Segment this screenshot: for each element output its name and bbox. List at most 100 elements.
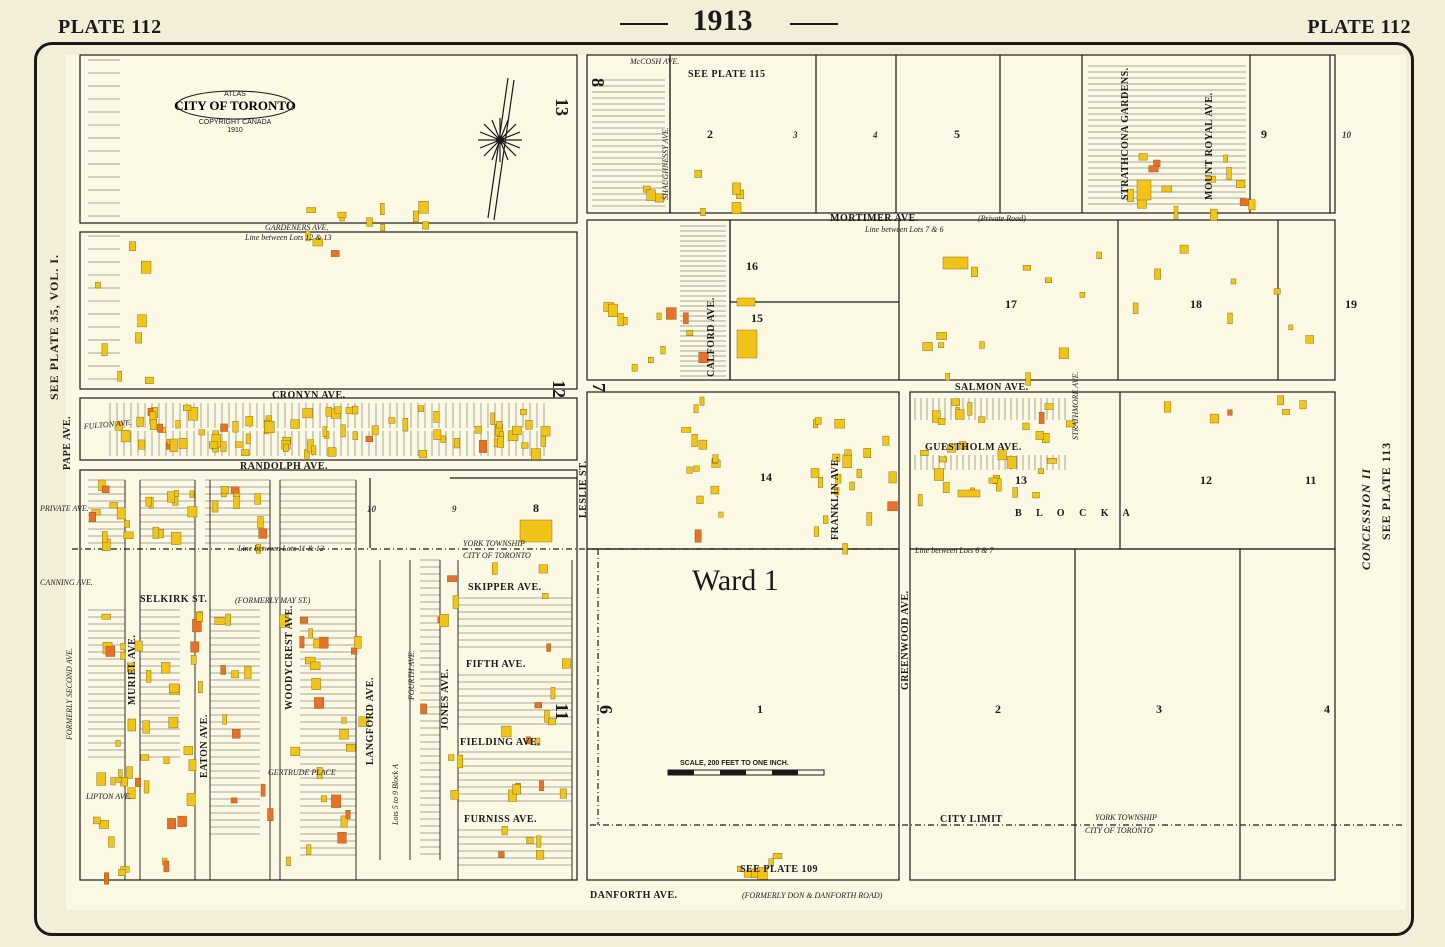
city-of-toronto-label-2: CITY OF TORONTO	[463, 551, 531, 560]
city-of-toronto-label: CITY OF TORONTO	[1085, 826, 1153, 835]
street-fourth: FOURTH AVE.	[407, 650, 416, 701]
street-jones: JONES AVE.	[440, 668, 451, 730]
lot-14: 14	[760, 470, 772, 484]
street-eaton: EATON AVE.	[199, 714, 210, 778]
street-mount-royal: MOUNT ROYAL AVE.	[1204, 92, 1215, 200]
lot-2-top: 2	[707, 127, 713, 141]
plate-number-left: PLATE 112	[58, 16, 162, 38]
lot-9-top: 9	[1261, 127, 1267, 141]
map-paper	[66, 55, 1406, 910]
york-township-label: YORK TOWNSHIP	[1095, 813, 1157, 822]
map-frame	[34, 42, 1414, 936]
concession-ii-label: CONCESSION II	[1359, 468, 1373, 570]
street-danforth-note: (FORMERLY DON & DANFORTH ROAD)	[742, 891, 883, 900]
street-fifth: FIFTH AVE.	[466, 659, 526, 670]
lot-17: 17	[1005, 297, 1017, 311]
street-fielding: FIELDING AVE.	[460, 737, 540, 748]
lot-8-small: 8	[533, 501, 539, 515]
block-outlines	[79, 54, 1336, 881]
lot-19: 19	[1345, 297, 1357, 311]
city-limit-lines	[72, 548, 1405, 826]
lot-number-12-left: 12	[549, 380, 569, 398]
street-randolph: RANDOLPH AVE.	[240, 461, 328, 472]
street-guestholm: GUESTHOLM AVE.	[925, 442, 1022, 453]
cartouche-atlas: ATLAS	[224, 91, 246, 98]
ward-lot-1: 1	[757, 702, 763, 716]
street-lipton: LIPTON AVE.	[85, 792, 132, 801]
year-rule-right	[790, 23, 838, 25]
mortimer-lot-line: Line between Lots 7 & 6	[864, 225, 943, 234]
lot-10-small: 10	[367, 504, 377, 514]
lot-number-13-top: 13	[552, 98, 572, 116]
atlas-cartouche: ATLAS CITY OF TORONTO COPYRIGHT CANADA 1…	[174, 90, 296, 134]
street-franklin: FRANKLIN AVE.	[830, 456, 841, 540]
cartouche-title: CITY OF TORONTO	[174, 98, 296, 113]
street-canning: CANNING AVE.	[40, 578, 93, 587]
compass-rose-icon	[478, 77, 522, 221]
street-woodycrest: WOODYCREST AVE.	[284, 605, 295, 710]
lot-16: 16	[746, 259, 758, 273]
lot-line-11-12: Line between Lots 11 & 12	[237, 544, 324, 553]
ward-lot-2: 2	[995, 702, 1001, 716]
ward-lot-4: 4	[1324, 702, 1330, 716]
see-plate-115: SEE PLATE 115	[688, 69, 765, 80]
cartouche-year: 1910	[227, 127, 243, 134]
block-a-label: B L O C K A	[1015, 508, 1136, 519]
street-salmon: SALMON AVE.	[955, 382, 1029, 393]
cartouche-copyright: COPYRIGHT CANADA	[199, 119, 272, 126]
street-gardeners: GARDENERS AVE.	[265, 223, 328, 232]
lots-block-label: Lots 5 to 9 Block A	[391, 764, 400, 826]
street-formerly-second: FORMERLY SECOND AVE.	[65, 648, 74, 741]
street-furniss: FURNISS AVE.	[464, 814, 537, 825]
see-plate-35-vol-1: SEE PLATE 35, VOL. I.	[47, 254, 61, 400]
block-lot-13: 13	[1015, 473, 1027, 487]
lot-3-top: 3	[792, 130, 798, 140]
street-strathmore: STRATHMORE AVE.	[1071, 372, 1080, 440]
map-year: 1913	[0, 4, 1445, 38]
street-mortimer: MORTIMER AVE.	[830, 213, 919, 224]
street-fulton: FULTON AVE.	[82, 418, 132, 431]
ward-lot-3: 3	[1156, 702, 1162, 716]
street-strathcona: STRATHCONA GARDENS.	[1120, 67, 1131, 200]
street-pape: PAPE AVE.	[62, 416, 73, 470]
block-lot-12: 12	[1200, 473, 1212, 487]
street-leslie: LESLIE ST.	[578, 460, 589, 518]
ward-label: Ward 1	[692, 564, 779, 597]
lot-9-small: 9	[452, 504, 457, 514]
lot-15: 15	[751, 311, 763, 325]
lot-10-top: 10	[1342, 130, 1352, 140]
street-mccosh: McCOSH AVE.	[629, 57, 679, 66]
scale-caption: SCALE, 200 FEET TO ONE INCH.	[680, 760, 789, 767]
see-plate-113: SEE PLATE 113	[1379, 442, 1393, 540]
lot-number-8-top: 8	[588, 78, 608, 87]
lot-number-11-left: 11	[552, 703, 572, 720]
street-muriel: MURIEL AVE.	[127, 635, 138, 705]
lot-line-6-7: Line between Lots 6 & 7	[914, 546, 994, 555]
building-footprints	[88, 153, 1314, 885]
street-danforth: DANFORTH AVE.	[590, 890, 678, 901]
street-private: PRIVATE AVE.	[39, 504, 89, 513]
street-mortimer-note: (Private Road)	[978, 214, 1026, 223]
york-township-label-2: YORK TOWNSHIP	[463, 539, 525, 548]
street-greenwood: GREENWOOD AVE.	[900, 590, 911, 690]
street-selkirk: SELKIRK ST.	[140, 594, 208, 605]
street-gertrude: GERTRUDE PLACE	[268, 768, 336, 777]
street-selkirk-note: (FORMERLY MAY ST.)	[235, 596, 311, 605]
street-shaughnessy: SHAUGHNESSY AVE.	[661, 127, 670, 200]
lot-5-top: 5	[954, 127, 960, 141]
street-gardeners-note: Line between Lots 12 & 13	[244, 233, 331, 242]
street-calford: CALFORD AVE.	[706, 297, 717, 377]
year-rule-left	[620, 23, 668, 25]
scale-bar: SCALE, 200 FEET TO ONE INCH.	[667, 760, 825, 776]
lot-number-7: 7	[589, 383, 609, 392]
see-plate-109: SEE PLATE 109	[740, 864, 818, 875]
lot-18: 18	[1190, 297, 1202, 311]
lot-number-6: 6	[596, 705, 616, 714]
street-langford: LANGFORD AVE.	[365, 677, 376, 765]
block-lot-11: 11	[1305, 473, 1316, 487]
city-limit-label: CITY LIMIT	[940, 814, 1003, 825]
plate-number-right: PLATE 112	[1307, 16, 1411, 38]
lot-4-top: 4	[872, 130, 878, 140]
street-skipper: SKIPPER AVE.	[468, 582, 542, 593]
